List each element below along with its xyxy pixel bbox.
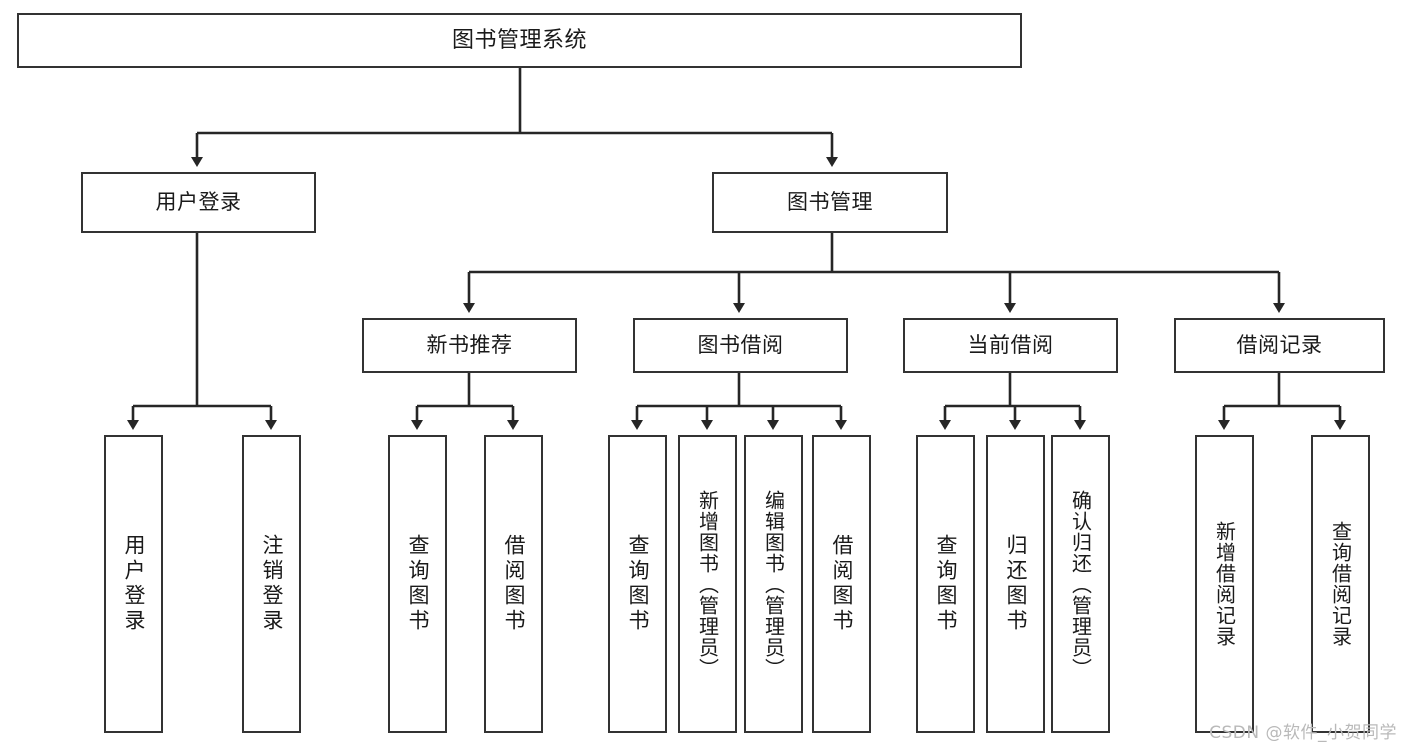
node-label: 确认归还（管理员）: [1068, 489, 1093, 679]
node-label: 编辑图书（管理员）: [761, 489, 786, 679]
leaf-query-book-recommend[interactable]: 查询图书: [388, 435, 447, 733]
node-label: 新增借阅记录: [1212, 521, 1237, 647]
node-label: 图书借阅: [697, 333, 784, 358]
leaf-add-borrow-record[interactable]: 新增借阅记录: [1195, 435, 1254, 733]
node-label: 查询图书: [406, 534, 430, 634]
node-label: 图书管理: [787, 190, 873, 215]
node-label: 查询图书: [626, 534, 650, 634]
leaf-query-borrow-record[interactable]: 查询借阅记录: [1311, 435, 1370, 733]
leaf-logout[interactable]: 注销登录: [242, 435, 301, 733]
node-current-borrow[interactable]: 当前借阅: [903, 318, 1118, 373]
leaf-borrow-book[interactable]: 借阅图书: [812, 435, 871, 733]
node-borrow-record[interactable]: 借阅记录: [1174, 318, 1385, 373]
node-label: 新增图书（管理员）: [695, 489, 720, 679]
node-label: 查询借阅记录: [1328, 521, 1353, 647]
leaf-query-book-borrow[interactable]: 查询图书: [608, 435, 667, 733]
node-label: 查询图书: [934, 534, 958, 634]
leaf-confirm-return-admin[interactable]: 确认归还（管理员）: [1051, 435, 1110, 733]
node-new-book-recommend[interactable]: 新书推荐: [362, 318, 577, 373]
node-label: 用户登录: [155, 190, 242, 215]
node-book-borrow[interactable]: 图书借阅: [633, 318, 848, 373]
leaf-edit-book-admin[interactable]: 编辑图书（管理员）: [744, 435, 803, 733]
node-label: 用户登录: [122, 534, 146, 634]
leaf-query-book-current[interactable]: 查询图书: [916, 435, 975, 733]
watermark-credit: CSDN @软件_小贺同学: [1209, 723, 1397, 743]
leaf-user-login[interactable]: 用户登录: [104, 435, 163, 733]
node-label: 新书推荐: [426, 333, 513, 358]
node-label: 借阅记录: [1236, 333, 1323, 358]
node-label: 归还图书: [1004, 534, 1028, 634]
leaf-return-book[interactable]: 归还图书: [986, 435, 1045, 733]
node-root-system[interactable]: 图书管理系统: [17, 13, 1022, 68]
node-label: 注销登录: [260, 534, 284, 634]
node-label: 借阅图书: [830, 534, 854, 634]
leaf-add-book-admin[interactable]: 新增图书（管理员）: [678, 435, 737, 733]
leaf-borrow-book-recommend[interactable]: 借阅图书: [484, 435, 543, 733]
node-label: 借阅图书: [502, 534, 526, 634]
node-user-login[interactable]: 用户登录: [81, 172, 316, 233]
node-label: 当前借阅: [967, 333, 1054, 358]
node-book-management[interactable]: 图书管理: [712, 172, 948, 233]
node-label: 图书管理系统: [451, 27, 587, 53]
